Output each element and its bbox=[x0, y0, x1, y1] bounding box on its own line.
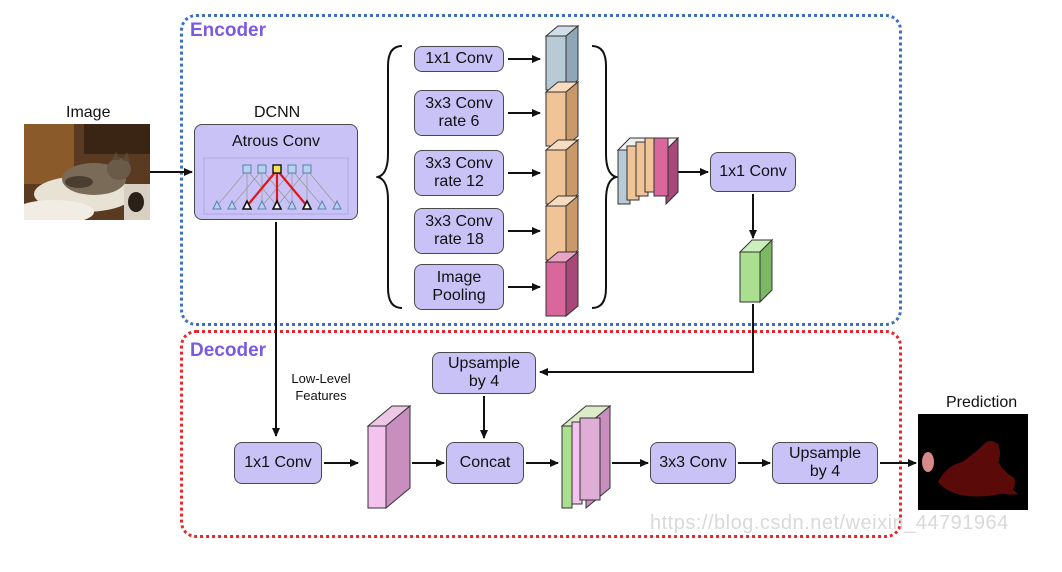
prediction-label: Prediction bbox=[946, 394, 1018, 411]
image-label: Image bbox=[66, 104, 111, 121]
feature-map-orange-2 bbox=[544, 138, 580, 206]
decoder-title: Decoder bbox=[190, 340, 267, 361]
feature-map-pink bbox=[544, 250, 580, 318]
concat-box: Concat bbox=[446, 442, 524, 484]
atrous-kernel-icon bbox=[203, 157, 349, 215]
encoder-region bbox=[180, 14, 902, 326]
atrous-conv-illustration bbox=[202, 156, 350, 216]
decoder-3x3-conv-box: 3x3 Conv bbox=[650, 442, 736, 484]
low-level-features-label: Low-Level Features bbox=[291, 371, 351, 403]
aspp-left-brace bbox=[374, 42, 406, 317]
feature-map-orange-3 bbox=[544, 194, 580, 262]
feature-map-blue bbox=[544, 24, 580, 92]
decoder-concat-feature-map bbox=[560, 404, 612, 510]
encoder-1x1-conv-box: 1x1 Conv bbox=[710, 152, 796, 192]
encoder-output-feature bbox=[738, 238, 774, 304]
aspp-right-brace bbox=[588, 42, 620, 317]
arrow-encoder-to-upsample bbox=[539, 304, 754, 376]
atrous-conv-title: Atrous Conv bbox=[231, 133, 321, 150]
decoder-1x1-conv-box: 1x1 Conv bbox=[234, 442, 322, 484]
prediction-image bbox=[918, 414, 1028, 510]
image-pooling-box: Image Pooling bbox=[414, 264, 504, 310]
segmentation-mask-icon bbox=[918, 414, 1028, 510]
upsample-by-4-box-2: Upsample by 4 bbox=[772, 442, 878, 484]
cat-photo-icon bbox=[14, 124, 150, 224]
aspp-1x1-conv-box: 1x1 Conv bbox=[414, 46, 504, 72]
aspp-rate12-conv-box: 3x3 Conv rate 12 bbox=[414, 150, 504, 196]
input-image bbox=[14, 124, 150, 224]
decoder-region bbox=[180, 330, 902, 538]
aspp-concat-stack bbox=[616, 136, 680, 206]
watermark-text: https://blog.csdn.net/weixin_44791964 bbox=[650, 512, 1009, 534]
aspp-feature-maps bbox=[544, 24, 580, 318]
upsample-by-4-box-1: Upsample by 4 bbox=[432, 352, 536, 394]
aspp-rate18-conv-box: 3x3 Conv rate 18 bbox=[414, 208, 504, 254]
aspp-rate6-conv-box: 3x3 Conv rate 6 bbox=[414, 90, 504, 136]
encoder-title: Encoder bbox=[190, 20, 267, 41]
feature-map-orange-1 bbox=[544, 80, 580, 148]
dcnn-label: DCNN bbox=[254, 104, 301, 121]
low-level-feature-map bbox=[366, 404, 412, 510]
